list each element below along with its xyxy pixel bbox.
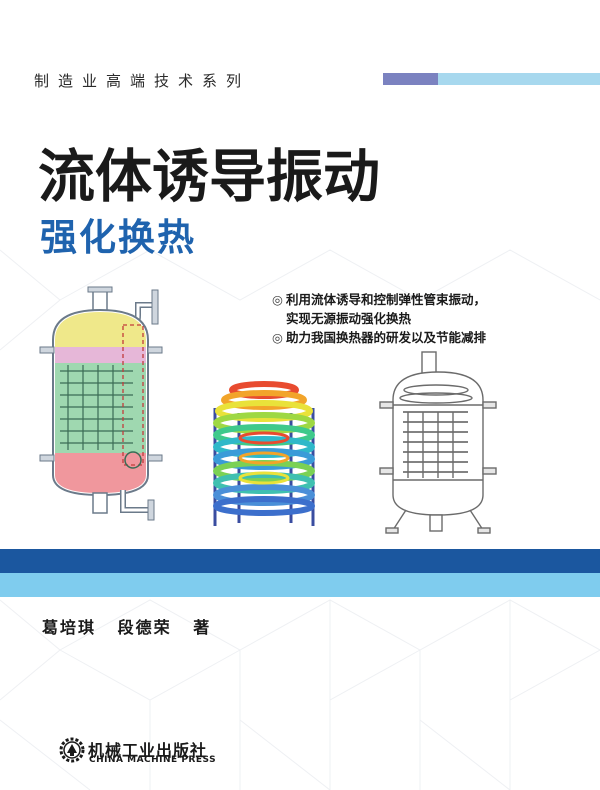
publisher-gear-icon [59, 737, 85, 763]
heat-exchanger-outline-diagram [379, 351, 497, 534]
book-title: 流体诱导振动 [38, 143, 380, 210]
authors: 葛培琪 段德荣 著 [42, 614, 225, 638]
feature-item: ◎利用流体诱导和控制弹性管束振动， [272, 292, 487, 307]
cover-band-dark [0, 549, 600, 573]
cover-band-light [0, 573, 600, 597]
author-name: 段德荣 [117, 618, 172, 637]
bullet-circle-icon: ◎ [272, 292, 283, 307]
header-bar-light [438, 73, 600, 85]
feature-item: ◎助力我国换热器的研发以及节能减排 [272, 330, 487, 345]
feature-list: ◎利用流体诱导和控制弹性管束振动， 实现无源振动强化换热 ◎助力我国换热器的研发… [272, 290, 486, 347]
publisher-name-en: CHINA MACHINE PRESS [89, 755, 217, 765]
bullet-circle-icon: ◎ [272, 330, 283, 345]
author-name: 葛培琪 [42, 618, 97, 637]
book-subtitle: 强化换热 [40, 216, 196, 259]
author-role: 著 [193, 618, 212, 637]
publisher-name-cn: 机械工业出版社 [88, 741, 208, 760]
feature-item: 实现无源振动强化换热 [286, 311, 412, 326]
header-bar-dark [383, 73, 438, 85]
heat-exchanger-diagram [39, 286, 163, 521]
spiral-tube-bundle [213, 381, 315, 526]
series-name: 制造业高端技术系列 [34, 72, 251, 90]
